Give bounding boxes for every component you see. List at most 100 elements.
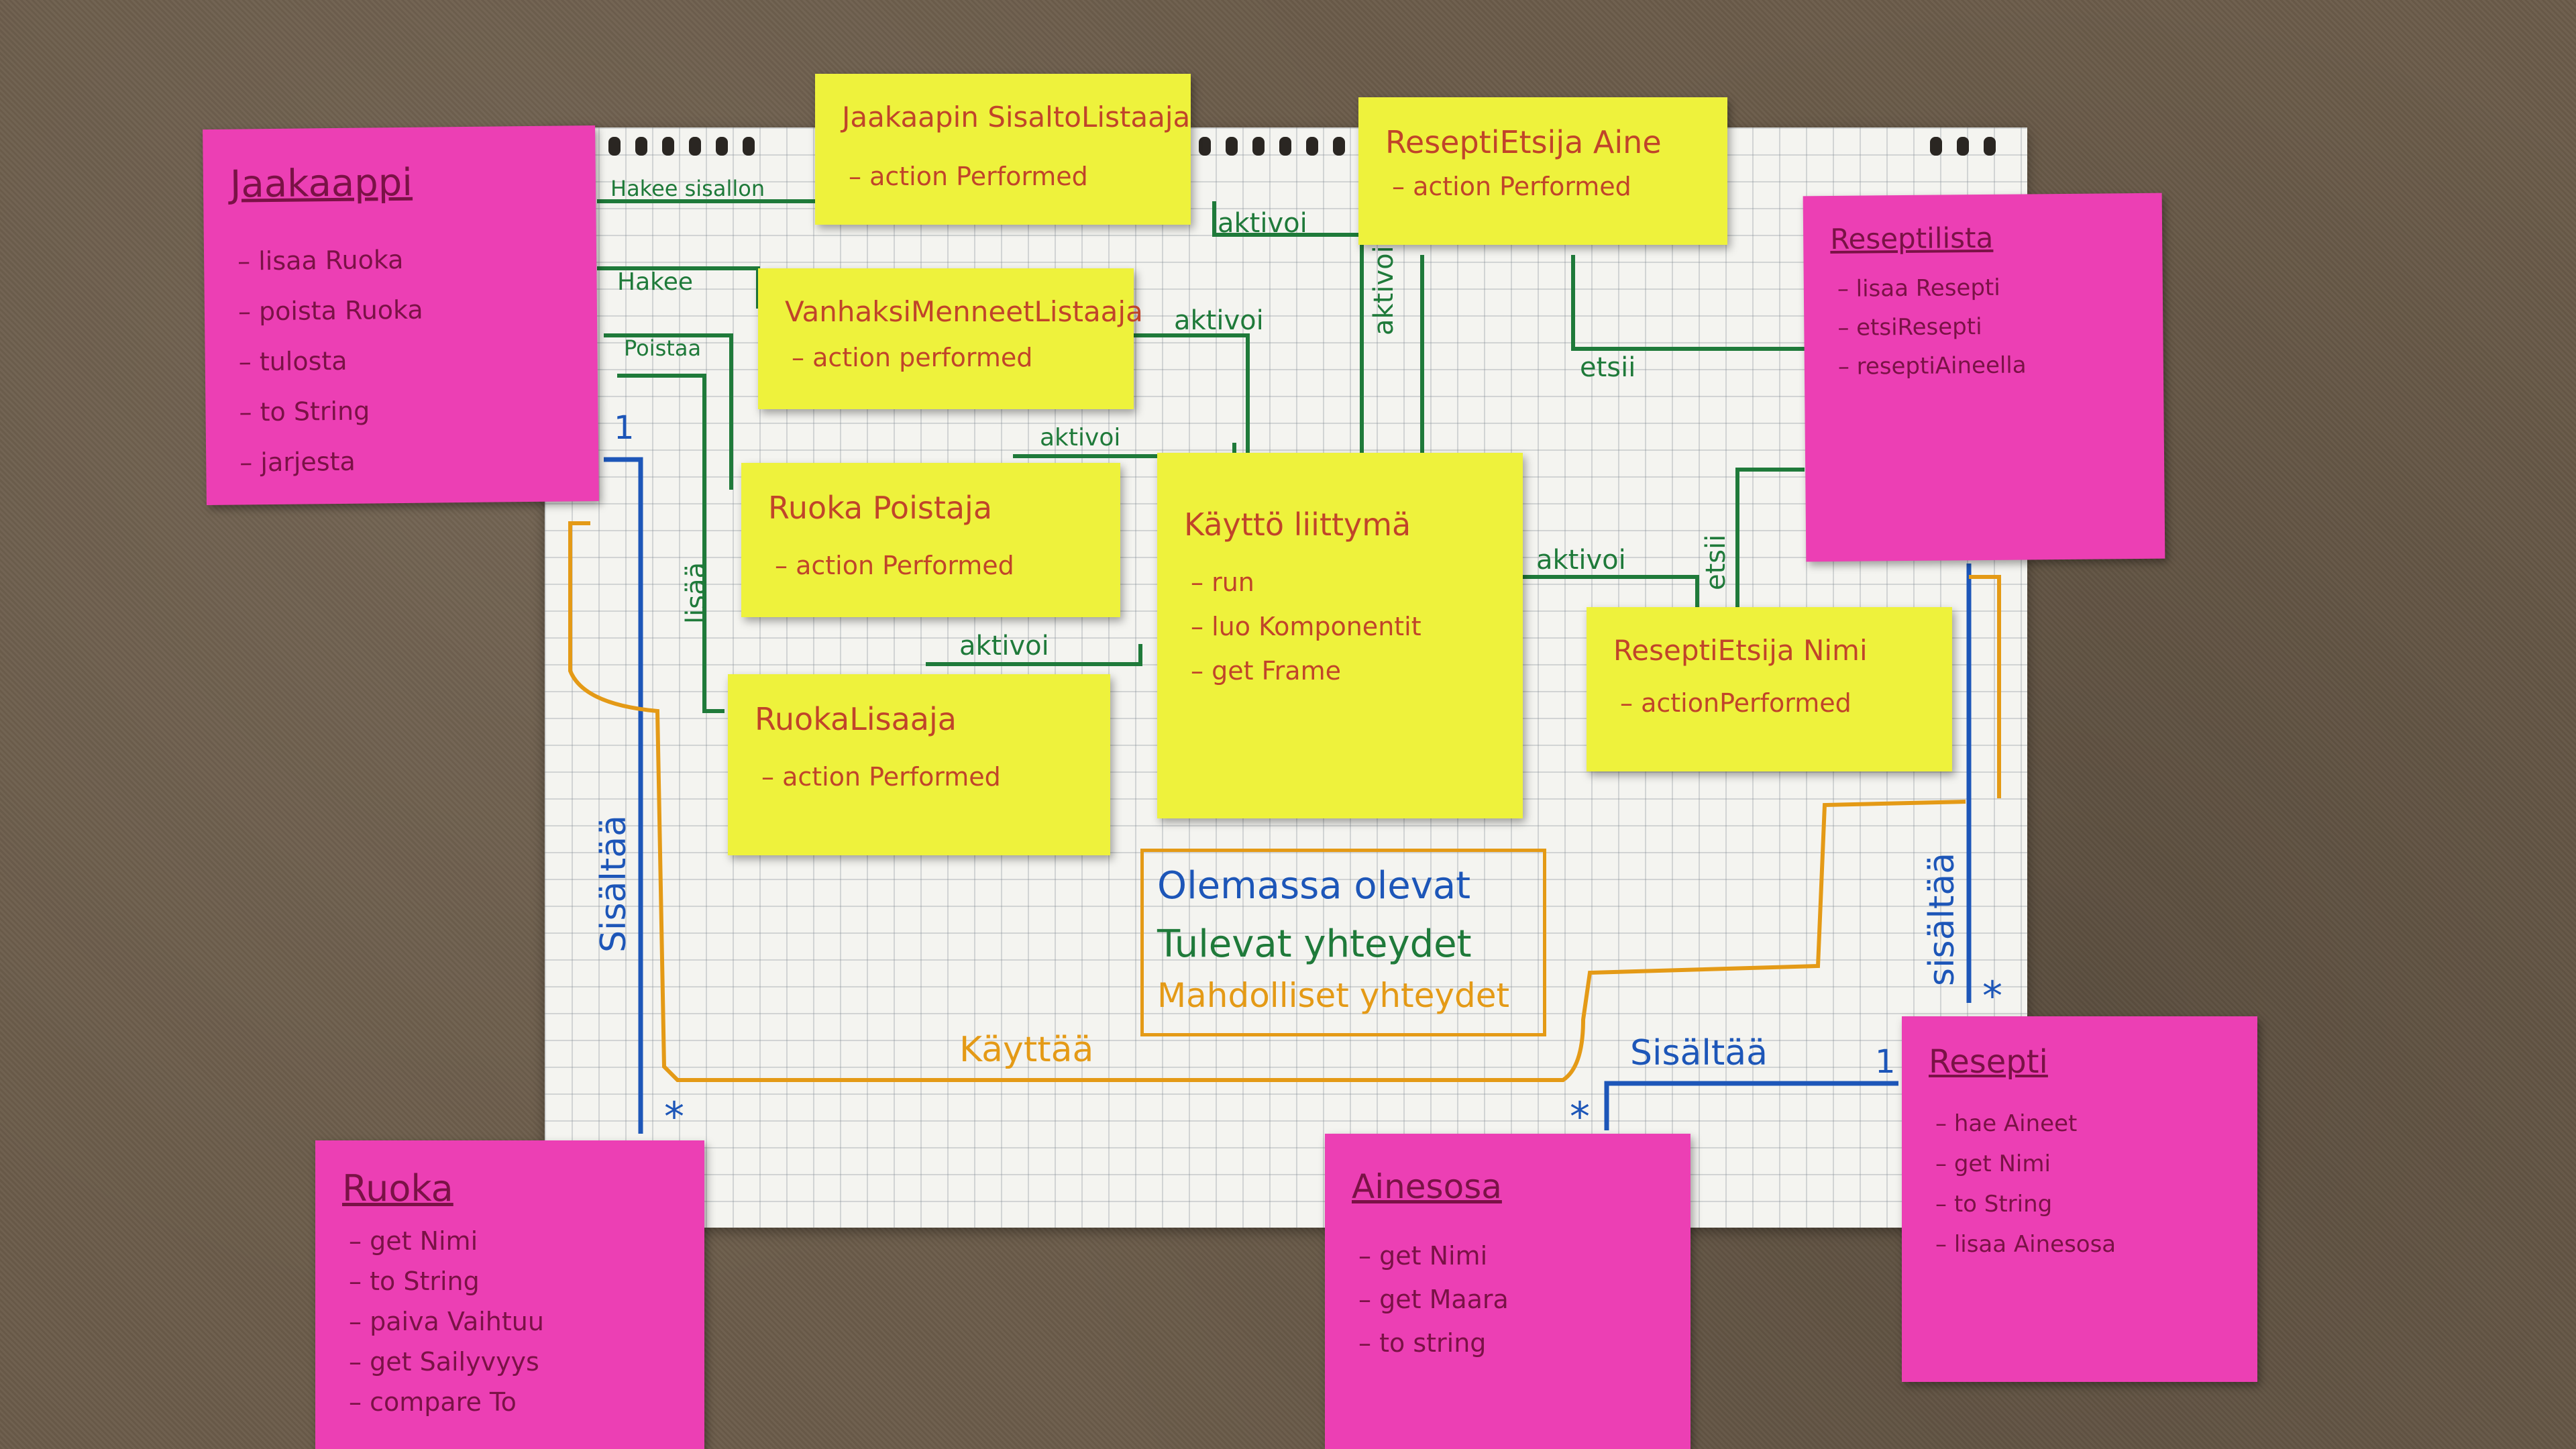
edge-aktivoi-vanhaksi <box>1134 333 1250 453</box>
method-item: action Performed <box>1392 164 1631 209</box>
edge-lisaa <box>617 374 724 713</box>
note-methods: lisaa Resepti etsiResepti reseptiAineell… <box>1837 268 2027 386</box>
edge-label-etsii-nimi: etsii <box>1701 534 1731 590</box>
paper-hole <box>743 137 755 156</box>
method-item: hae Aineet <box>1935 1104 2116 1144</box>
note-methods: action Performed <box>1392 164 1631 209</box>
method-item: run <box>1191 560 1421 604</box>
method-item: tulosta <box>238 335 424 388</box>
method-item: to String <box>239 386 425 438</box>
paper-hole <box>608 137 621 156</box>
method-item: get Nimi <box>349 1221 544 1261</box>
legend-possible: Mahdolliset yhteydet <box>1157 976 1510 1015</box>
method-item: actionPerformed <box>1620 681 1851 725</box>
method-item: get Frame <box>1191 649 1421 693</box>
note-title: Jaakaappi <box>229 160 413 207</box>
note-ruoka-poistaja: Ruoka Poistaja action Performed <box>741 463 1120 617</box>
method-item: action performed <box>792 335 1032 380</box>
multiplicity-many-right: * <box>1982 973 2002 1020</box>
note-title: Jaakaapin SisaltoListaaja <box>842 101 1191 133</box>
legend-existing: Olemassa olevat <box>1157 864 1471 908</box>
note-ainesosa: Ainesosa get Nimi get Maara to string <box>1325 1134 1690 1449</box>
paper-hole <box>1957 137 1969 156</box>
note-methods: get Nimi to String paiva Vaihtuu get Sai… <box>349 1221 544 1422</box>
paper-hole <box>1333 137 1345 156</box>
method-item: action Performed <box>761 755 1001 799</box>
note-methods: actionPerformed <box>1620 681 1851 725</box>
note-title: Reseptilista <box>1829 221 1994 256</box>
edge-label-etsii-aine: etsii <box>1580 352 1636 383</box>
paper-hole <box>1199 137 1211 156</box>
multiplicity-many-bottom: * <box>1570 1093 1590 1140</box>
method-item: luo Komponentit <box>1191 604 1421 649</box>
edge-label-kayttaa: Käyttää <box>959 1030 1094 1070</box>
note-methods: action Performed <box>775 543 1014 588</box>
edge-label-lisaa: lisää <box>681 561 712 624</box>
note-jaakaappi: Jaakaappi lisaa Ruoka poista Ruoka tulos… <box>203 125 599 506</box>
legend-upcoming: Tulevat yhteydet <box>1157 922 1472 966</box>
multiplicity-one-bottom: 1 <box>1875 1043 1896 1081</box>
method-item: lisaa Ainesosa <box>1935 1224 2116 1265</box>
note-title: RuokaLisaaja <box>755 701 957 737</box>
edge-aktivoi-sisalto <box>1212 201 1364 453</box>
edge-label-hakee-sisallon: Hakee sisallon <box>610 176 765 201</box>
method-item: action Performed <box>849 154 1088 199</box>
paper-hole <box>1226 137 1238 156</box>
edge-label-sisaltaa-resepti: sisältää <box>1922 852 1962 986</box>
edge-aktivoi-nimi <box>1523 575 1699 614</box>
note-title: Ruoka <box>342 1167 453 1210</box>
note-methods: action Performed <box>761 755 1001 799</box>
paper-hole <box>635 137 647 156</box>
note-title: Käyttö liittymä <box>1184 506 1411 543</box>
note-methods: action performed <box>792 335 1032 380</box>
note-title: Ruoka Poistaja <box>768 490 993 526</box>
note-title: Ainesosa <box>1352 1167 1502 1206</box>
edge-sisaltaa-ruoka <box>604 457 643 1134</box>
multiplicity-many-left: * <box>664 1093 684 1140</box>
paper-hole <box>716 137 728 156</box>
method-item: to String <box>349 1261 544 1301</box>
note-methods: run luo Komponentit get Frame <box>1191 560 1421 693</box>
method-item: lisaa Ruoka <box>237 235 423 287</box>
method-item: to String <box>1935 1184 2116 1224</box>
note-reseptilista: Reseptilista lisaa Resepti etsiResepti r… <box>1803 193 2165 562</box>
edge-poistaa <box>604 333 733 490</box>
note-methods: action Performed <box>849 154 1088 199</box>
method-item: get Nimi <box>1358 1234 1509 1278</box>
note-jaakaapin-sisaltolistaaja: Jaakaapin SisaltoListaaja action Perform… <box>815 74 1191 225</box>
method-item: compare To <box>349 1382 544 1422</box>
edge-etsii-nimi <box>1735 468 1805 614</box>
note-ruoka: Ruoka get Nimi to String paiva Vaihtuu g… <box>315 1140 704 1449</box>
note-title: ReseptiEtsija Aine <box>1385 124 1662 160</box>
method-item: poista Ruoka <box>238 285 424 337</box>
paper-hole <box>1279 137 1291 156</box>
paper-hole <box>662 137 674 156</box>
method-item: get Maara <box>1358 1278 1509 1322</box>
paper-hole <box>1306 137 1318 156</box>
multiplicity-one-left: 1 <box>614 409 635 447</box>
edge-kayttaa-right <box>1969 575 2001 798</box>
edge-label-aktivoi-aine: aktivoi <box>1368 246 1399 335</box>
edge-label-aktivoi-poistaja: aktivoi <box>1040 424 1121 451</box>
note-reseptietsija-aine: ReseptiEtsija Aine action Performed <box>1358 97 1727 245</box>
note-ruokalisaaja: RuokaLisaaja action Performed <box>728 674 1110 855</box>
paper-hole <box>689 137 701 156</box>
method-item: etsiResepti <box>1837 307 2026 347</box>
edge-etsii-aine <box>1571 255 1805 351</box>
edge-label-aktivoi-sisalto: aktivoi <box>1218 208 1307 239</box>
note-resepti: Resepti hae Aineet get Nimi to String li… <box>1902 1016 2257 1382</box>
method-item: action Performed <box>775 543 1014 588</box>
method-item: paiva Vaihtuu <box>349 1301 544 1342</box>
edge-label-aktivoi-nimi: aktivoi <box>1536 545 1626 576</box>
edge-kayttaa <box>568 521 1966 1082</box>
edge-label-sisaltaa-ainesosa: Sisältää <box>1630 1033 1768 1073</box>
note-kayttoliittyma: Käyttö liittymä run luo Komponentit get … <box>1157 453 1523 818</box>
method-item: get Nimi <box>1935 1144 2116 1184</box>
legend: Olemassa olevat Tulevat yhteydet Mahdoll… <box>1140 849 1546 1036</box>
edge-label-poistaa: Poistaa <box>624 335 702 361</box>
note-vanhaksimenneetlistaaja: VanhaksiMenneetListaaja action performed <box>758 268 1143 409</box>
note-methods: lisaa Ruoka poista Ruoka tulosta to Stri… <box>237 235 425 488</box>
method-item: reseptiAineella <box>1838 345 2027 386</box>
paper-hole <box>1252 137 1265 156</box>
